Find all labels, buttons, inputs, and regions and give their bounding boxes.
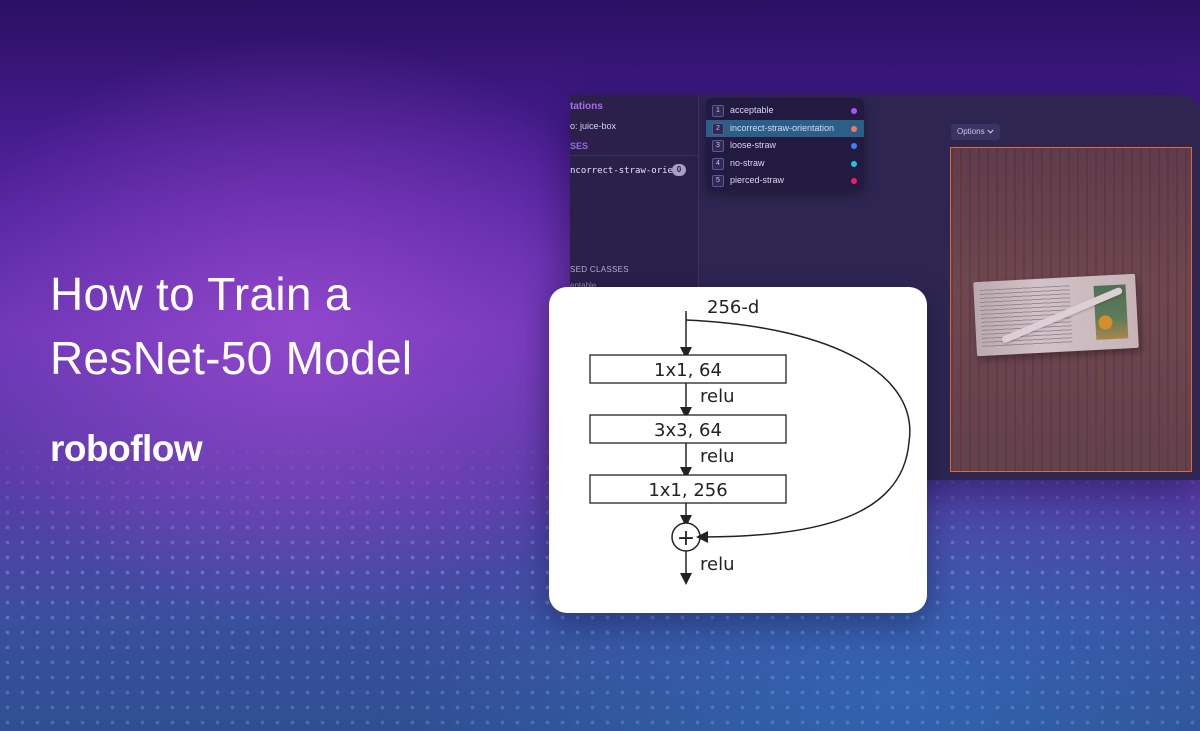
unused-classes-header: SED CLASSES — [570, 265, 629, 274]
class-list-item[interactable]: 2 incorrect-straw-orientation — [706, 119, 864, 137]
class-label: acceptable — [730, 105, 774, 115]
annotated-image-canvas[interactable] — [950, 147, 1192, 472]
class-dropdown-list: 1 acceptable 2 incorrect-straw-orientation 3… — [706, 98, 864, 190]
sidebar-class-item[interactable]: ncorrect-straw-orie… — [570, 166, 679, 176]
activation-label-2: relu — [700, 446, 735, 467]
layer-box-2 — [589, 414, 787, 444]
sidebar-group-label: o: juice-box — [570, 121, 617, 131]
class-list-item[interactable]: 3 loose-straw — [706, 137, 864, 154]
layer-label-3: 1x1, 256 — [648, 480, 727, 501]
class-list-item[interactable]: 4 no-straw — [706, 155, 864, 172]
layer-box-1 — [589, 354, 787, 384]
chevron-down-icon — [987, 127, 994, 136]
class-number: 5 — [712, 175, 724, 187]
sidebar-divider — [570, 155, 698, 156]
title-line-1: How to Train a — [50, 268, 351, 320]
title-line-2: ResNet-50 Model — [50, 332, 413, 384]
roboflow-logo: roboflow — [50, 428, 203, 469]
page-title: How to Train a ResNet-50 Model — [50, 262, 412, 390]
bounding-box-overlay — [951, 148, 1191, 471]
class-color-dot — [851, 125, 857, 132]
class-label: incorrect-straw-orientation — [730, 122, 835, 133]
identity-shortcut-arrow — [685, 319, 911, 543]
options-label: Options — [957, 127, 985, 136]
options-button[interactable]: Options — [951, 124, 1000, 140]
class-color-dot — [851, 108, 857, 114]
class-number: 1 — [712, 105, 724, 117]
sidebar-classes-header: SES — [570, 141, 589, 151]
sidebar-title: tations — [570, 101, 603, 112]
class-list-item[interactable]: 1 acceptable — [706, 102, 864, 119]
class-color-dot — [851, 160, 857, 167]
class-number: 4 — [712, 157, 724, 170]
layer-label-1: 1x1, 64 — [654, 360, 722, 381]
class-count-badge: 0 — [672, 164, 686, 176]
class-color-dot — [851, 178, 857, 184]
class-color-dot — [851, 143, 857, 149]
class-label: loose-straw — [730, 140, 777, 150]
layer-box-3 — [589, 474, 787, 504]
layer-label-2: 3x3, 64 — [654, 420, 722, 441]
input-dimension-label: 256-d — [707, 297, 759, 318]
class-label: no-straw — [730, 157, 765, 168]
activation-label-3: relu — [700, 554, 735, 575]
diagram-svg: 256-d 1x1, 64 relu 3x3, 64 relu 1x1, 256… — [589, 297, 911, 585]
unused-class-item[interactable]: eptable — [570, 281, 597, 290]
activation-label-1: relu — [700, 386, 735, 407]
class-number: 2 — [712, 122, 724, 135]
class-label: pierced-straw — [730, 175, 785, 185]
resnet-bottleneck-diagram: 256-d 1x1, 64 relu 3x3, 64 relu 1x1, 256… — [549, 287, 927, 613]
class-number: 3 — [712, 140, 724, 152]
class-list-item[interactable]: 5 pierced-straw — [706, 172, 864, 189]
addition-symbol: + — [677, 526, 695, 551]
